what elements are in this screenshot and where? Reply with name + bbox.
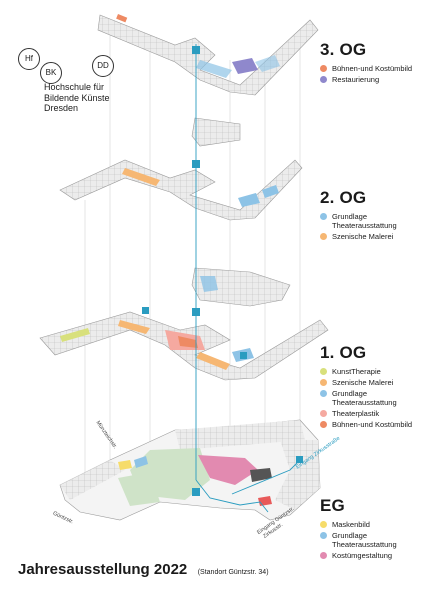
stair-icons: [142, 46, 303, 496]
logo-badge-bk: BK: [40, 62, 62, 84]
legend-item: Grundlage Theaterausstattung: [320, 531, 420, 549]
floor-2og-plan: [59, 159, 303, 221]
legend-item: Grundlage Theaterausstattung: [320, 212, 420, 230]
floor-eg-plan: [59, 419, 321, 521]
legend-item: Maskenbild: [320, 520, 420, 529]
floor-title: 2. OG: [320, 188, 367, 207]
legend-swatch: [320, 410, 327, 417]
legend-item: Szenische Malerei: [320, 232, 420, 241]
legend-swatch: [320, 552, 327, 559]
visitor-path: [195, 44, 301, 513]
page-subtitle: (Standort Güntzstr. 34): [197, 569, 269, 576]
school-name-line: Bildende Künste: [44, 92, 110, 103]
floor-title: 1. OG: [320, 343, 367, 362]
logo-badge-hf: Hf: [18, 48, 40, 70]
floor-eg-legend: EG Maskenbild Grundlage Theaterausstattu…: [320, 496, 420, 562]
legend-item: Grundlage Theaterausstattung: [320, 389, 420, 407]
floor-3og-legend: 3. OG Bühnen-und Kostümbild Restaurierun…: [320, 40, 420, 86]
logo-badge-dd: DD: [92, 55, 114, 77]
footer: Jahresausstellung 2022 (Standort Güntzst…: [18, 561, 269, 579]
legend-swatch: [320, 76, 327, 83]
legend-swatch: [320, 65, 327, 72]
legend-item: Szenische Malerei: [320, 378, 420, 387]
floor-1og-plan: [39, 311, 329, 381]
school-name-line: Dresden: [44, 103, 79, 113]
legend-swatch: [320, 521, 327, 528]
floor-title: 3. OG: [320, 40, 367, 59]
page-title: Jahresausstellung 2022: [18, 561, 188, 578]
legend-swatch: [320, 532, 327, 539]
floor-2og-legend: 2. OG Grundlage Theaterausstattung Szeni…: [320, 188, 420, 243]
school-name-line: Hochschule für: [44, 82, 105, 92]
legend-swatch: [320, 233, 327, 240]
legend-item: Kostümgestaltung: [320, 551, 420, 560]
tower-middle: [191, 267, 291, 307]
legend-item: Bühnen-und Kostümbild: [320, 64, 420, 73]
legend-swatch: [320, 368, 327, 375]
floor-1og-legend: 1. OG KunstTherapie Szenische Malerei Gr…: [320, 343, 420, 431]
legend-item: Bühnen-und Kostümbild: [320, 420, 420, 429]
floor-title: EG: [320, 496, 345, 515]
floor-3og-plan: [97, 14, 319, 96]
tower-upper: [191, 117, 241, 147]
legend-swatch: [320, 379, 327, 386]
legend-item: KunstTherapie: [320, 367, 420, 376]
legend-swatch: [320, 213, 327, 220]
legend-item: Theaterplastik: [320, 409, 420, 418]
legend-item: Restaurierung: [320, 75, 420, 84]
legend-swatch: [320, 421, 327, 428]
school-name: Hochschule für Bildende Künste Dresden: [44, 82, 154, 114]
legend-swatch: [320, 390, 327, 397]
